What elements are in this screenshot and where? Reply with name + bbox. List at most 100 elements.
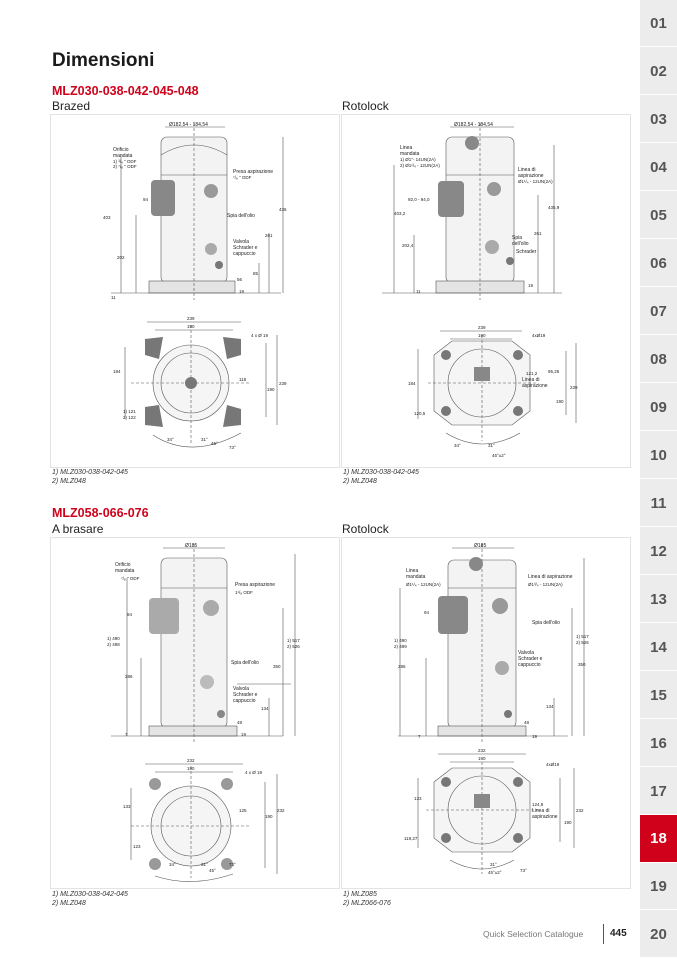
section-1-right-label: Rotolock (342, 99, 389, 113)
angle-73: 73° (229, 862, 236, 867)
label-discharge-b: mandata (113, 153, 133, 159)
discharge-rotolock-icon (465, 136, 479, 150)
dim-526: 2) 526 (287, 644, 300, 649)
chapter-tab-01[interactable]: 01 (640, 1, 677, 47)
oil-sight-glass-icon (495, 661, 509, 675)
chapter-tab-14[interactable]: 14 (640, 625, 677, 671)
dim-11: 11 (416, 289, 421, 294)
mounting-hole-icon (149, 778, 161, 790)
angle-31: 31° (488, 443, 495, 448)
chapter-tab-05[interactable]: 05 (640, 193, 677, 239)
section-1-right-drawing: Ø182,54 - 184,54 Linea mandata 1) Ø1"- 1… (382, 122, 578, 458)
dim-184: 184 (113, 369, 121, 374)
dim-85: 85 (253, 271, 259, 276)
chapter-tab-02[interactable]: 02 (640, 49, 677, 95)
section-2-right-drawing: Ø185 Linea mandata Ø1¹/₄ - 12UN(2A) Line… (394, 543, 589, 875)
chapter-tab-04[interactable]: 04 (640, 145, 677, 191)
dim-239b: 239 (570, 385, 578, 390)
footnote-line: 2) MLZ048 (52, 900, 86, 907)
chapter-tab-19[interactable]: 19 (640, 864, 677, 910)
chapter-tab-08[interactable]: 08 (640, 337, 677, 383)
label-discharge: Linea (406, 568, 418, 574)
label-suction-b: aspirazione (518, 173, 544, 179)
label-suction-line-b: aspirazione (522, 383, 548, 389)
angle-31: 31° (490, 862, 497, 867)
section-2-left-footnotes: 1) MLZ030-038-042-045 2) MLZ048 (52, 890, 128, 908)
chapter-tab-20[interactable]: 20 (640, 912, 677, 958)
dim-92: 92,0 - 94,0 (408, 197, 430, 202)
section-2-title: MLZ058-066-076 (52, 506, 149, 520)
angle-34: 34° (167, 437, 174, 442)
chapter-tab-17[interactable]: 17 (640, 769, 677, 815)
section-1-right-drawing-panel: Ø182,54 - 184,54 Linea mandata 1) Ø1"- 1… (341, 114, 631, 468)
chapter-tab-16[interactable]: 16 (640, 721, 677, 767)
mounting-hole-icon (441, 833, 451, 843)
footer-separator (603, 924, 604, 944)
dim-190b: 190 (556, 399, 564, 404)
dim-124: 124,9 (532, 802, 544, 807)
chapter-tab-07[interactable]: 07 (640, 289, 677, 335)
section-2-right-footnotes: 1) MLZ085 2) MLZ066-076 (343, 890, 391, 908)
dim-4x19: 4 x Ø 19 (251, 333, 269, 338)
label-discharge-c: 1) ³/₄ " ODF (113, 159, 137, 164)
dim-202: 202,4 (402, 243, 414, 248)
label-suction-b: Ø1³/₄ - 12UN(2A) (528, 582, 563, 587)
discharge-body-icon (438, 181, 464, 217)
chapter-tab-10[interactable]: 10 (640, 433, 677, 479)
dim-232b: 232 (576, 808, 584, 813)
chapter-tab-18-active[interactable]: 18 (640, 815, 677, 863)
label-suction: Linea di (518, 167, 536, 173)
dim-202: 202 (117, 255, 125, 260)
dim-94: 94 (127, 612, 133, 617)
chapter-tab-13[interactable]: 13 (640, 577, 677, 623)
label-suction-line-b: aspirazione (532, 814, 558, 820)
label-oil: Spia dell'olio (532, 620, 560, 626)
dim-190: 190 (187, 766, 195, 771)
chapter-tab-06[interactable]: 06 (640, 241, 677, 287)
dim-top-diameter: Ø182,54 - 184,54 (454, 122, 493, 128)
chapter-tab-15[interactable]: 15 (640, 673, 677, 719)
chapter-tab-09[interactable]: 09 (640, 385, 677, 431)
label-oil: Spia dell'olio (227, 213, 255, 219)
dim-490: 1) 490 (394, 638, 407, 643)
dim-286: 286 (398, 664, 406, 669)
chapter-tab-11[interactable]: 11 (640, 481, 677, 527)
dim-134: 134 (546, 704, 554, 709)
mounting-foot-icon (223, 337, 241, 359)
dim-121: 121,2 (526, 371, 538, 376)
angle-73: 73° (229, 445, 236, 450)
dim-4x19: 4 x Ø 19 (245, 770, 263, 775)
dim-184: 184 (408, 381, 416, 386)
label-oil-b: dell'olio (512, 241, 529, 247)
dim-232: 232 (187, 758, 195, 763)
dim-4x19: 4xØ19 (532, 333, 546, 338)
label-discharge-b: mandata (406, 574, 426, 580)
label-discharge-d: 2) Ø1¹/₄ - 12UN(2A) (400, 163, 440, 168)
terminal-box-icon (474, 367, 490, 381)
dim-190b: 190 (267, 387, 275, 392)
label-valve-b: Schrader e (233, 245, 258, 251)
oil-sight-glass-icon (200, 675, 214, 689)
section-2-left-label: A brasare (52, 522, 104, 536)
schrader-valve-icon (504, 710, 512, 718)
mounting-hole-icon (441, 777, 451, 787)
label-valve: Valvola (518, 650, 534, 656)
label-discharge-c: Ø1¹/₄ - 12UN(2A) (406, 582, 441, 587)
discharge-connection-icon (149, 598, 179, 634)
dim-239: 239 (187, 316, 195, 321)
discharge-connection-icon (151, 180, 175, 216)
label-valve-c: cappuccio (518, 662, 541, 668)
section-1-left-footnotes: 1) MLZ030-038-042-045 2) MLZ048 (52, 468, 128, 486)
label-oil: Spia (512, 235, 522, 241)
label-valve-b: Schrader e (233, 692, 258, 698)
mounting-hole-icon (513, 350, 523, 360)
chapter-tab-03[interactable]: 03 (640, 97, 677, 143)
chapter-tab-12[interactable]: 12 (640, 529, 677, 575)
mounting-foot-icon (145, 337, 163, 359)
section-1-title: MLZ030-038-042-045-048 (52, 84, 199, 98)
suction-connection-icon (204, 184, 218, 198)
label-suction: Linea di aspirazione (528, 574, 573, 580)
dim-261: 261 (534, 231, 542, 236)
schrader-valve-icon (506, 257, 514, 265)
center-connection-icon (185, 377, 197, 389)
